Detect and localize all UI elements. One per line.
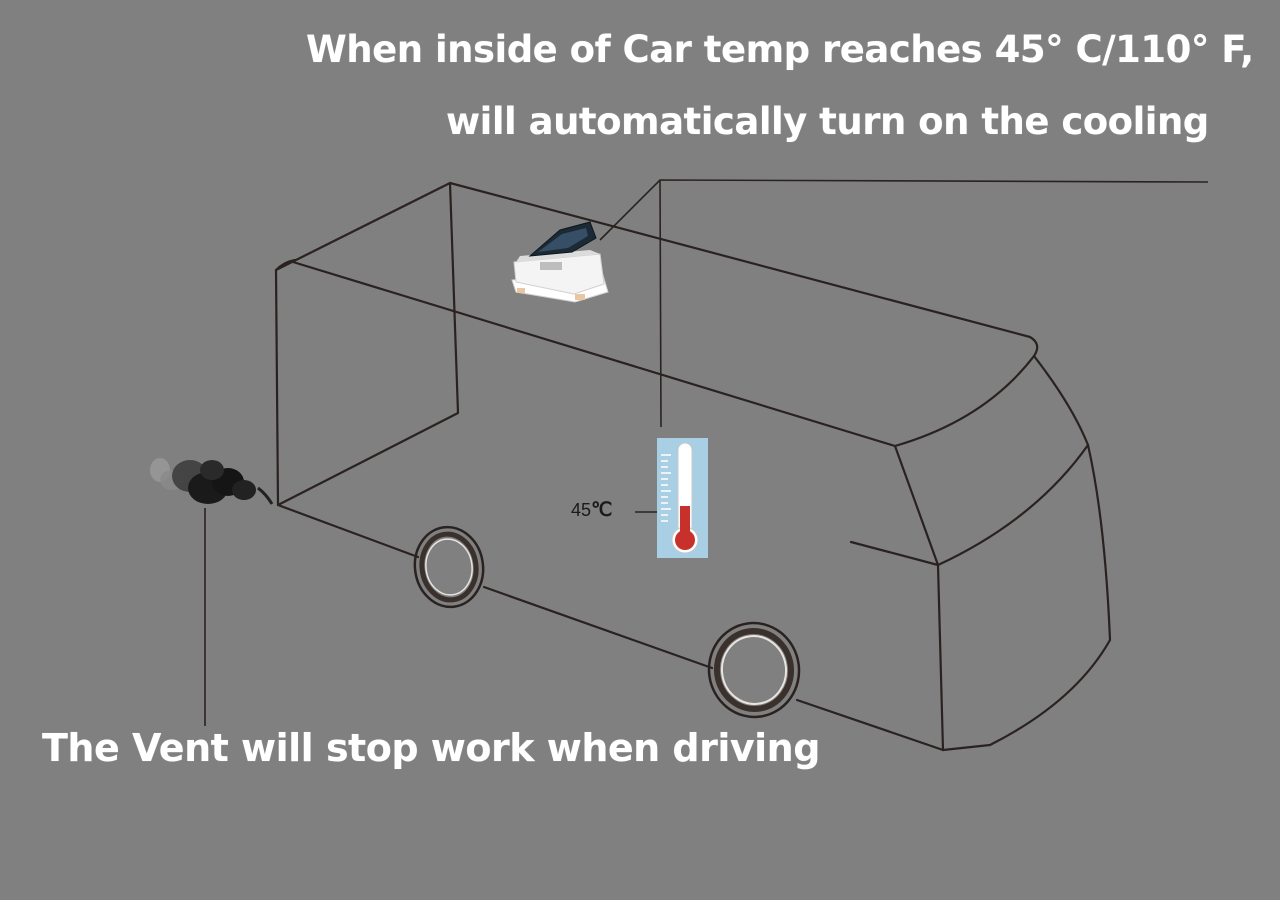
van-rear-bottom [276, 503, 420, 559]
thermometer-icon [657, 438, 708, 558]
thermometer-reading: 45℃ [571, 499, 612, 522]
van-side-front-edge [936, 563, 945, 752]
van-a-pillar [893, 444, 940, 567]
van-sill-middle [482, 585, 714, 670]
thermometer-value: 45 [571, 500, 592, 520]
caption-trigger-temperature: When inside of Car temp reaches 45° C/11… [306, 28, 1254, 71]
caption-auto-cooling: will automatically turn on the cooling [446, 100, 1209, 143]
exhaust-smoke-icon [150, 458, 274, 505]
rear-wheel [413, 525, 485, 609]
van-front-face [941, 443, 1112, 752]
van-roof-line [448, 181, 1039, 358]
van-outline [274, 181, 1112, 752]
van-windshield-top [1032, 354, 1090, 447]
van-rear-panel [274, 181, 460, 507]
van-windshield-bottom [936, 443, 1090, 567]
caption-stop-when-driving: The Vent will stop work when driving [42, 726, 820, 770]
van-roof-lower-edge [291, 260, 1036, 448]
thermometer-leader-line [659, 179, 662, 428]
van-door-line [849, 540, 940, 567]
van-rear-top-corner [274, 258, 297, 272]
front-wheel [707, 621, 801, 719]
roof-vent-fan-icon [511, 221, 609, 303]
vent-leader-line [599, 179, 1209, 241]
thermometer-unit: ℃ [591, 500, 613, 521]
van-sill-front [795, 698, 945, 752]
